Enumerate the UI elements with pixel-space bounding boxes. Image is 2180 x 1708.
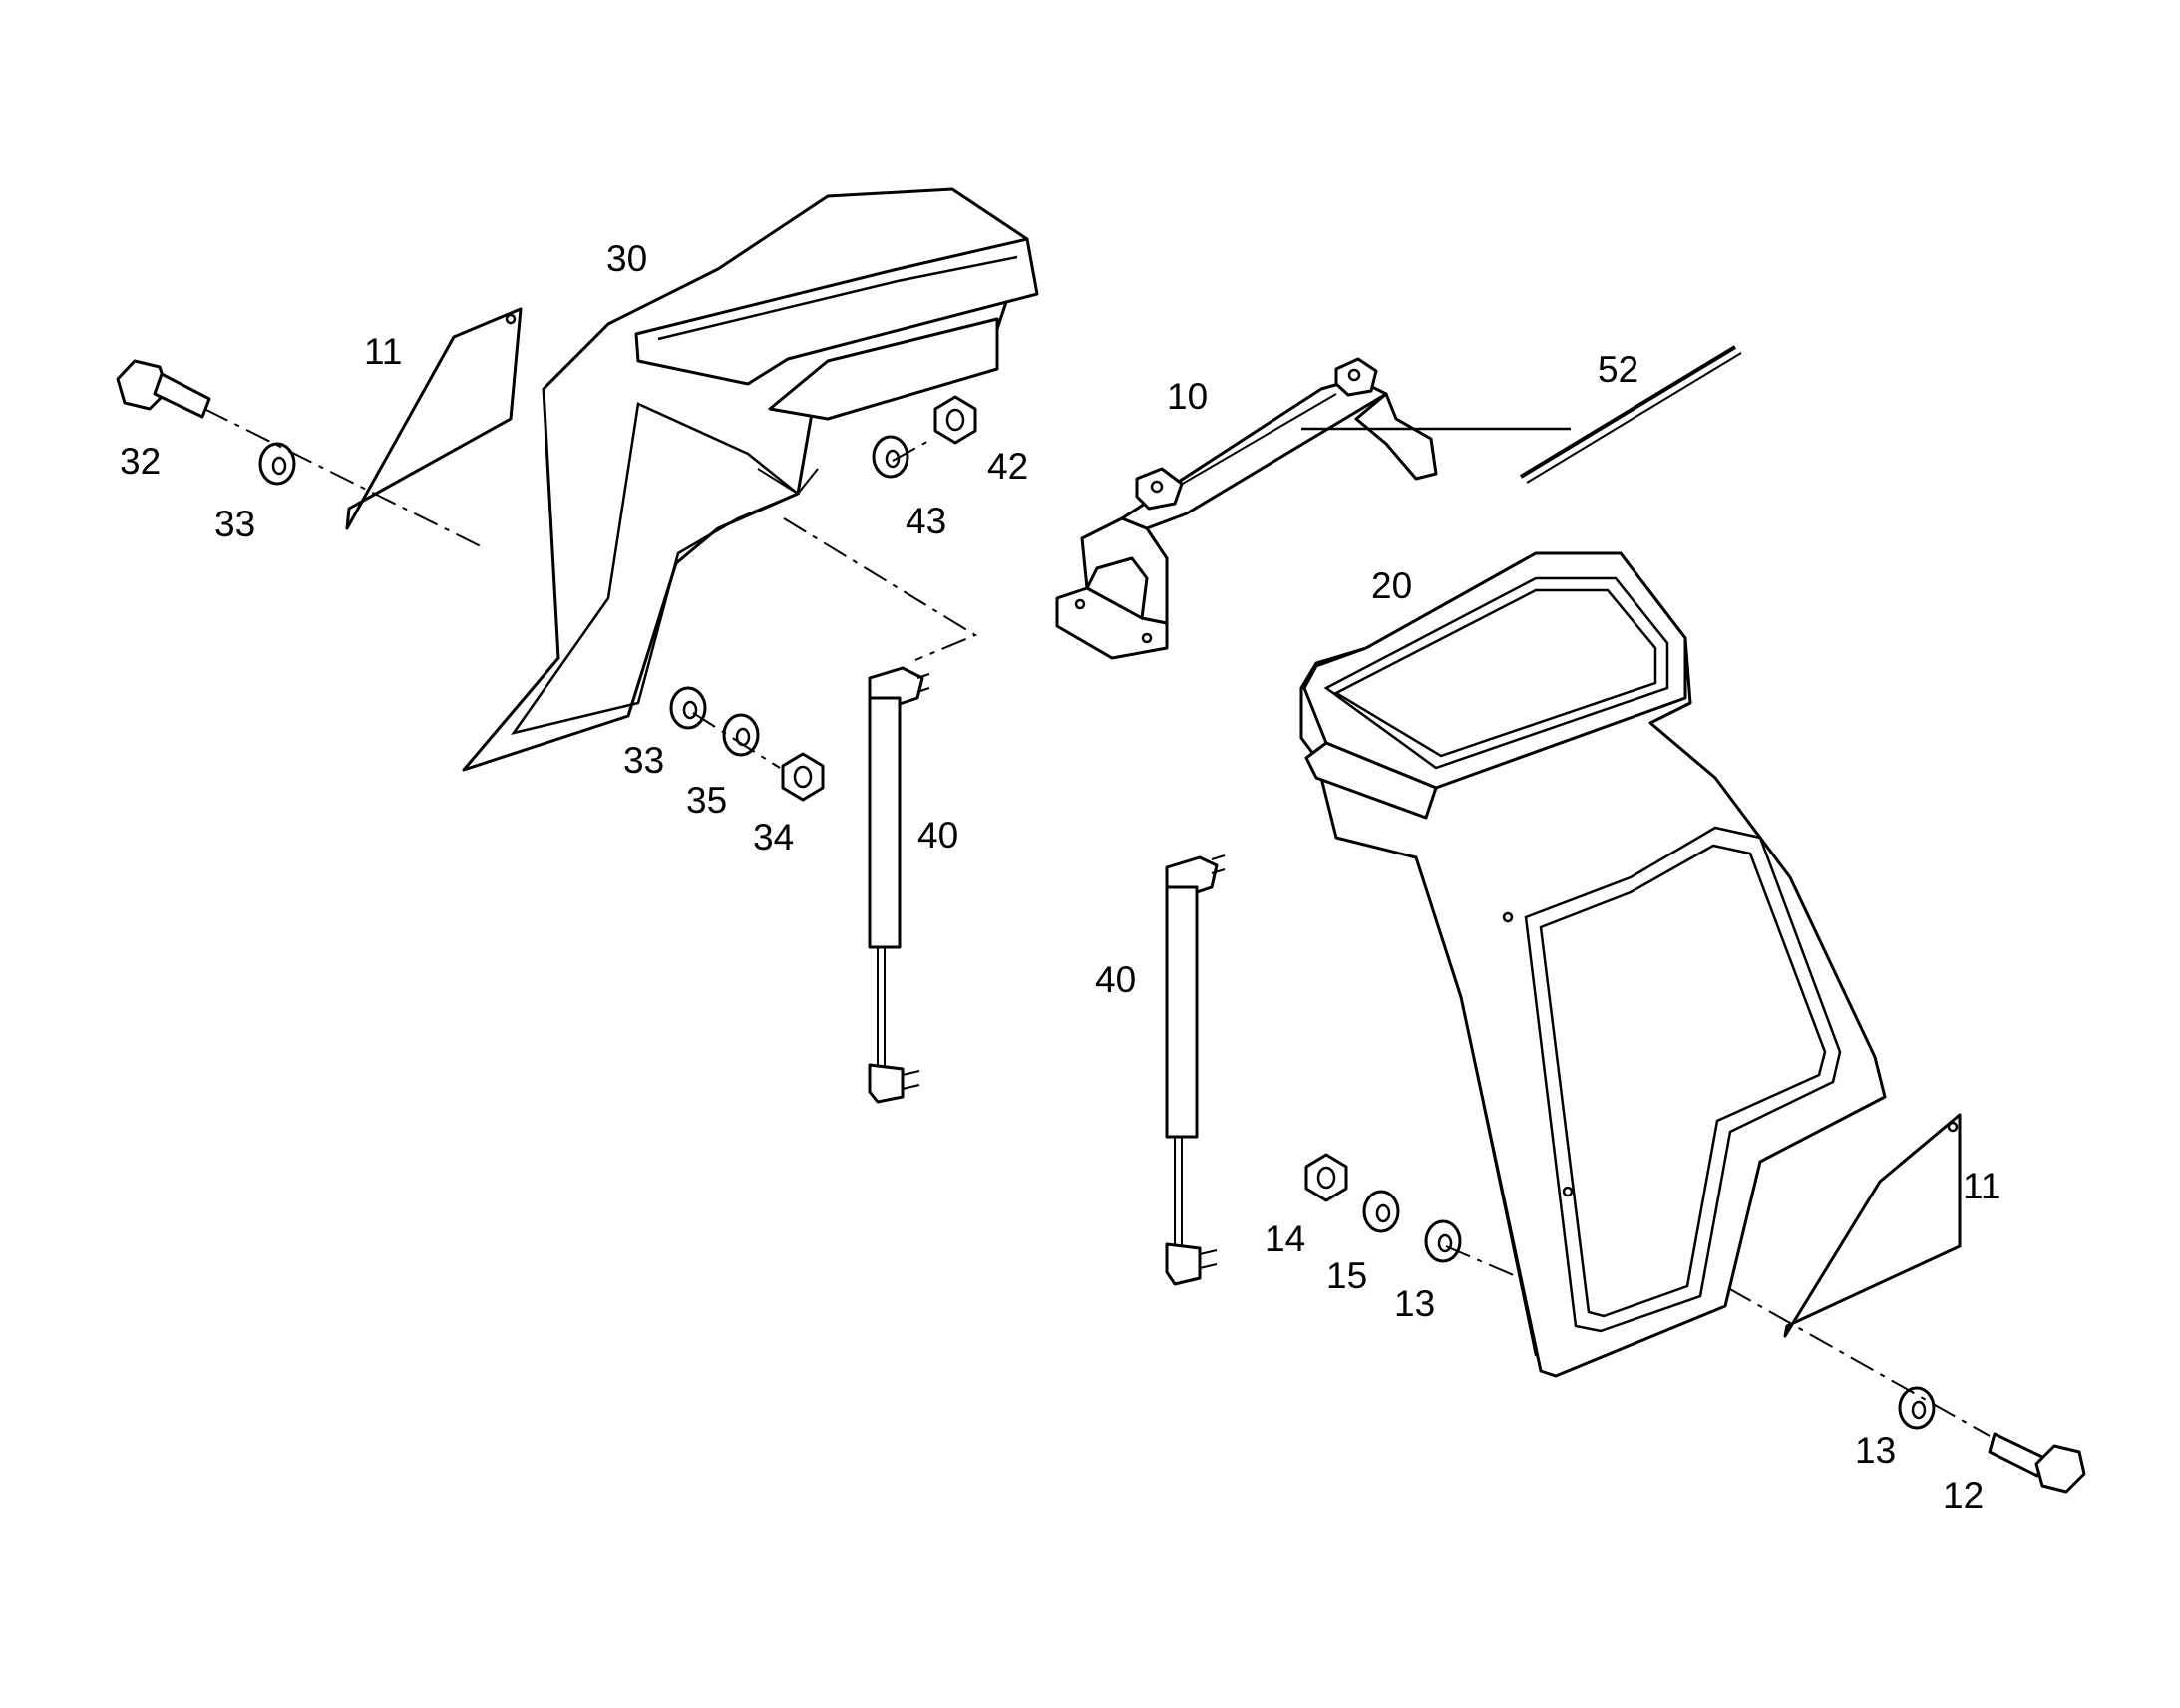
seal-strip-52 (1519, 345, 1742, 484)
guard-right-20 (1299, 551, 1887, 1378)
cover-plate-left-11 (345, 307, 523, 530)
label-11-left: 11 (364, 331, 402, 372)
nut-14 (1304, 1153, 1348, 1202)
label-11-right: 11 (1963, 1166, 2000, 1206)
label-34: 34 (753, 817, 794, 857)
washer-13-right (1898, 1386, 1936, 1430)
alignment-lines (203, 408, 1991, 1437)
label-20: 20 (1371, 565, 1412, 606)
label-32: 32 (120, 441, 161, 482)
washer-43 (872, 435, 909, 479)
washer-15 (1362, 1190, 1400, 1233)
gas-strut-left-40 (868, 666, 930, 1104)
washer-35 (722, 713, 760, 757)
cover-plate-right-11 (1783, 1113, 1962, 1338)
bolt-right-12 (1988, 1432, 2086, 1494)
bolt-left-32 (116, 359, 211, 419)
nut-34 (781, 752, 825, 802)
label-14: 14 (1265, 1218, 1305, 1259)
part-labels: 10 11 11 12 13 13 14 15 20 30 32 33 33 3… (120, 238, 2000, 1516)
washer-13-center (1424, 1219, 1462, 1263)
label-15: 15 (1326, 1255, 1367, 1296)
gas-strut-right-40 (1165, 854, 1226, 1286)
label-42: 42 (987, 446, 1028, 487)
label-12: 12 (1943, 1475, 1984, 1516)
label-40-left: 40 (917, 815, 958, 855)
label-40-right: 40 (1095, 959, 1136, 1000)
washer-33-top (258, 442, 296, 486)
bracket-10 (1055, 357, 1438, 660)
label-10: 10 (1167, 376, 1208, 417)
label-35: 35 (686, 780, 727, 821)
label-52: 52 (1598, 349, 1638, 390)
label-30: 30 (606, 238, 647, 279)
label-43: 43 (906, 501, 946, 541)
nut-42 (933, 395, 977, 445)
guard-left-30 (462, 187, 1039, 772)
label-33-bottom: 33 (623, 740, 664, 781)
washer-33-bottom (669, 686, 707, 730)
label-13-center: 13 (1394, 1283, 1435, 1324)
label-33-top: 33 (214, 504, 255, 544)
label-13-right: 13 (1855, 1430, 1896, 1471)
